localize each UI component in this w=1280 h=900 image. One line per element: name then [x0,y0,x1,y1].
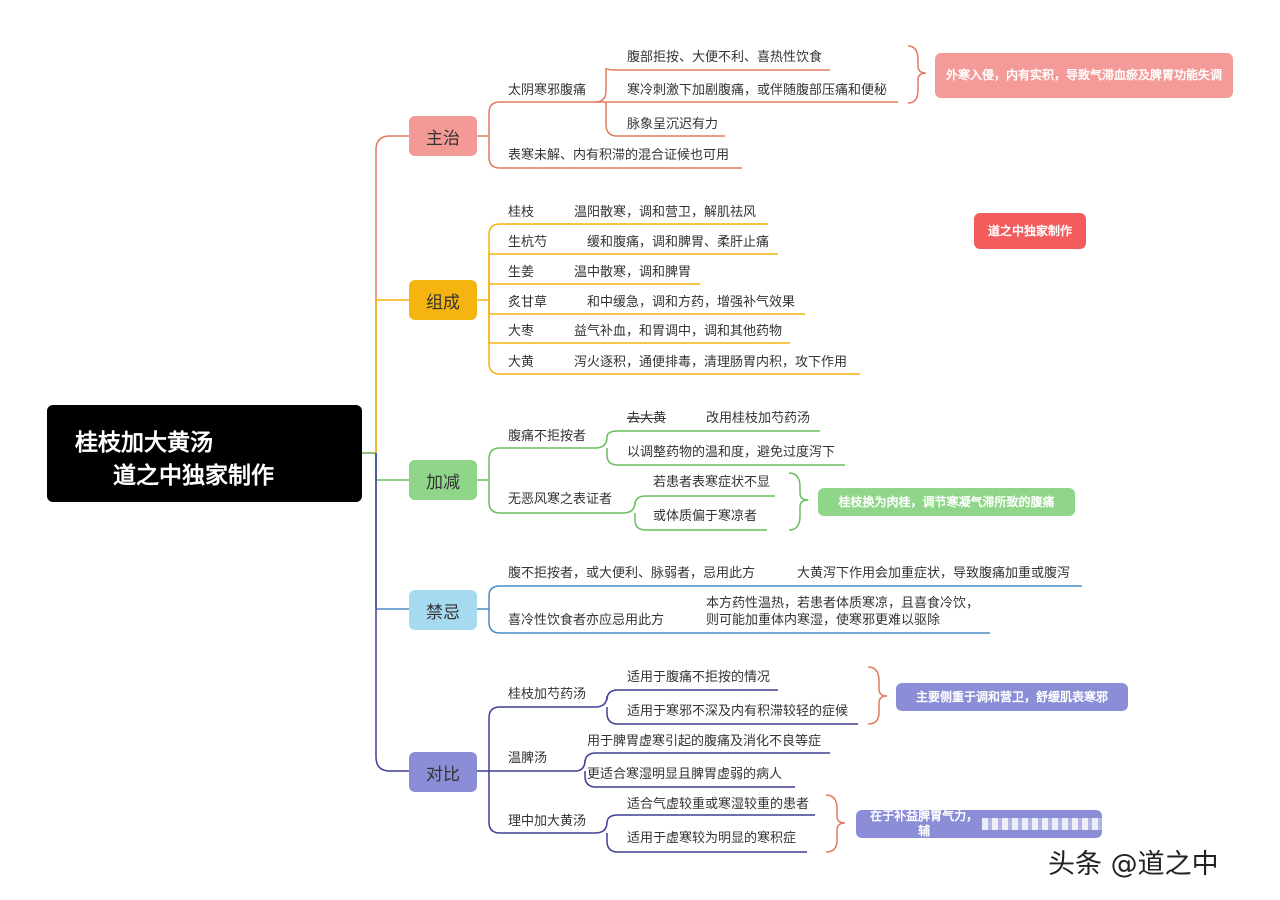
herb-desc-5: 泻火逐积，通便排毒，清理肠胃内积，攻下作用 [574,355,848,370]
zhuzhi-biaohan: 表寒未解、内有积滞的混合证候也可用 [508,148,730,163]
jinji-b2: 则可能加重体内寒湿，使寒邪更难以驱除 [706,613,941,628]
jiajian-a2: 以调整药物的温和度，避免过度泻下 [627,445,836,460]
branch-zhuzhi: 主治 [409,116,477,156]
herb-desc-1: 缓和腹痛，调和脾胃、柔肝止痛 [587,235,770,250]
root-title: 桂枝加大黄汤 [75,430,213,456]
duibi-a-note: 主要侧重于调和营卫，舒缓肌表寒邪 [896,683,1128,711]
branch-zucheng: 组成 [409,280,477,320]
jiajian-a1b: 改用桂枝加芍药汤 [706,411,811,426]
herb-name-1: 生杭芍 [508,235,548,250]
herb-desc-3: 和中缓急，调和方药，增强补气效果 [587,295,796,310]
jinji-b1: 本方药性温热，若患者体质寒凉，且喜食冷饮， [706,596,980,611]
zhuzhi-note: 外寒入侵，内有实积，导致气滞血瘀及脾胃功能失调 [935,53,1233,98]
jinji-a1: 大黄泻下作用会加重症状，导致腹痛加重或腹泻 [797,566,1071,581]
zhuzhi-sym1: 腹部拒按、大便不利、喜热性饮食 [627,50,823,65]
watermark: 头条 @道之中 [1048,849,1219,880]
herb-desc-0: 温阳散寒，调和营卫，解肌祛风 [574,205,757,220]
duibi-b: 温脾汤 [508,751,548,766]
branch-duibi: 对比 [409,752,477,792]
zhuzhi-sym3: 脉象呈沉迟有力 [627,117,719,132]
duibi-a: 桂枝加芍药汤 [508,687,587,702]
branch-jiajian: 加减 [409,460,477,500]
herb-name-4: 大枣 [508,324,535,339]
jiajian-a: 腹痛不拒按者 [508,429,587,444]
jiajian-b1: 若患者表寒症状不显 [653,475,771,490]
duibi-c2: 适用于虚寒较为明显的寒积症 [627,831,797,846]
herb-name-0: 桂枝 [508,205,535,220]
jiajian-b2: 或体质偏于寒凉者 [653,509,758,524]
root-subtitle: 道之中独家制作 [113,463,274,489]
herb-desc-4: 益气补血，和胃调中，调和其他药物 [574,324,783,339]
zucheng-note: 道之中独家制作 [974,213,1086,249]
duibi-c-note-text: 在于补益脾胃气力，辅 [870,809,979,838]
duibi-b2: 更适合寒湿明显且脾胃虚弱的病人 [587,767,783,782]
duibi-c: 理中加大黄汤 [508,814,587,829]
herb-name-5: 大黄 [508,355,535,370]
jinji-a: 腹不拒按者，或大便利、脉弱者，忌用此方 [508,566,756,581]
root-node: 桂枝加大黄汤 道之中独家制作 [47,405,362,502]
jinji-b: 喜冷性饮食者亦应忌用此方 [508,613,665,628]
duibi-c-note: 在于补益脾胃气力，辅 [856,809,1102,838]
zhuzhi-taiyin: 太阴寒邪腹痛 [508,83,587,98]
watermark-obscured-text [982,818,1102,830]
duibi-a1: 适用于腹痛不拒按的情况 [627,670,771,685]
duibi-a2: 适用于寒邪不深及内有积滞较轻的症候 [627,704,849,719]
herb-desc-2: 温中散寒，调和脾胃 [574,265,692,280]
duibi-b1: 用于脾胃虚寒引起的腹痛及消化不良等症 [587,734,822,749]
duibi-c1: 适合气虚较重或寒湿较重的患者 [627,797,810,812]
jiajian-a1: 去大黄 [627,411,667,426]
herb-name-2: 生姜 [508,265,535,280]
jiajian-b: 无恶风寒之表证者 [508,492,613,507]
branch-jinji: 禁忌 [409,590,477,630]
zhuzhi-sym2: 寒冷刺激下加剧腹痛，或伴随腹部压痛和便秘 [627,83,888,98]
jiajian-note: 桂枝换为肉桂，调节寒凝气滞所致的腹痛 [818,488,1075,516]
herb-name-3: 炙甘草 [508,295,548,310]
